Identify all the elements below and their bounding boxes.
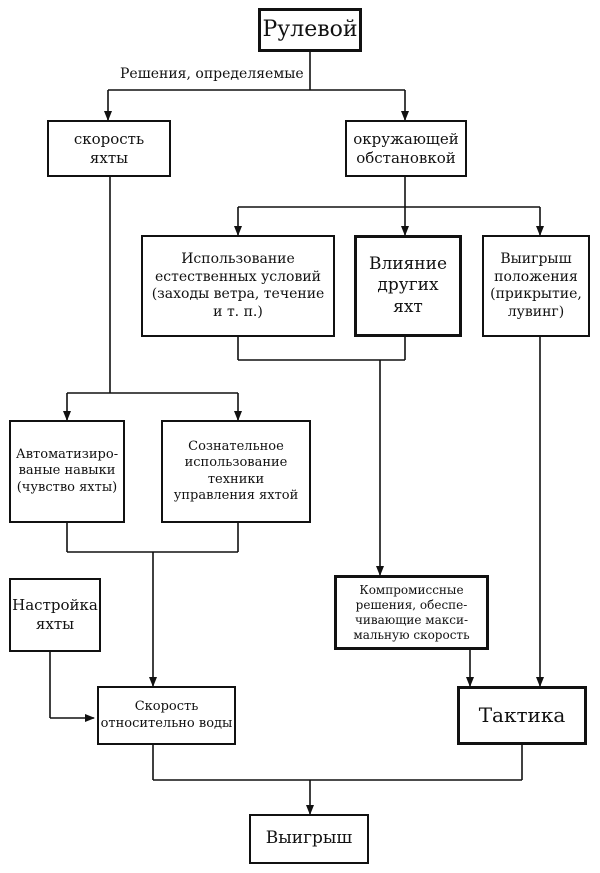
- node-tactics: Тактика: [457, 686, 587, 745]
- node-yacht-tuning: Настройка яхты: [9, 578, 101, 652]
- node-automatic-skills: Автоматизиро- ваные навыки (чувство яхты…: [9, 420, 125, 523]
- node-conscious-technique: Сознательное использование техники управ…: [161, 420, 311, 523]
- node-environment: окружающей обстановкой: [345, 120, 467, 177]
- node-position-gain: Выигрыш положения (прикрытие, лувинг): [482, 235, 590, 337]
- node-natural-conditions: Использование естественных условий (захо…: [141, 235, 335, 337]
- node-yacht-speed: скорость яхты: [47, 120, 171, 177]
- node-speed-water: Скорость относительно воды: [97, 686, 236, 745]
- label-decisions: Решения, определяемые: [118, 66, 306, 82]
- node-other-yachts: Влияние других яхт: [354, 235, 462, 337]
- node-win: Выигрыш: [249, 814, 369, 864]
- node-compromise: Компромиссные решения, обеспе- чивающие …: [334, 575, 489, 650]
- node-helmsman: Рулевой: [258, 8, 362, 52]
